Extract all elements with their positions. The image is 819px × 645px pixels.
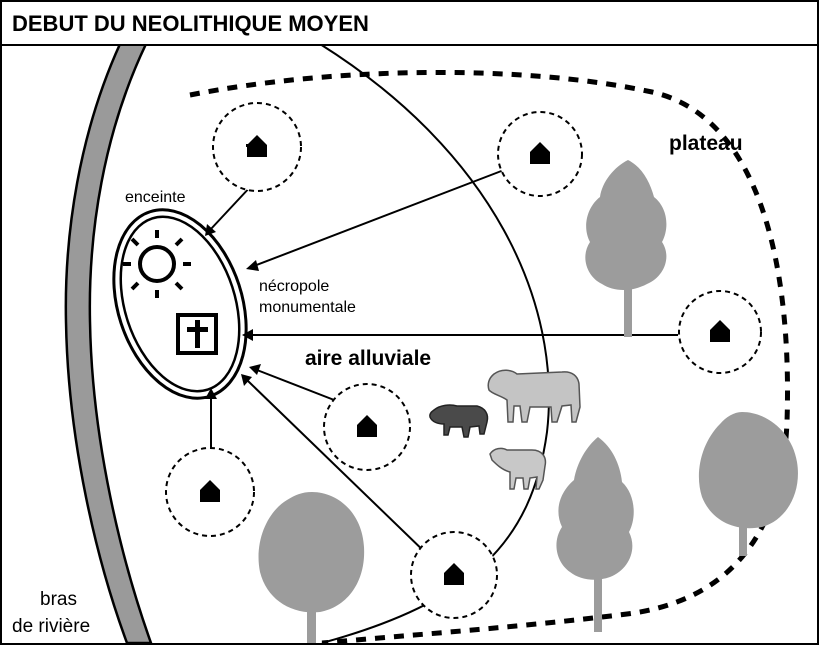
plateau-boundary bbox=[189, 69, 790, 643]
river-arm bbox=[64, 42, 153, 643]
tree-conifer-2 bbox=[556, 437, 634, 632]
arrows bbox=[205, 169, 678, 559]
settlement-1 bbox=[212, 102, 302, 192]
cow bbox=[487, 369, 581, 423]
settlement-3 bbox=[678, 290, 762, 374]
settlement-4 bbox=[323, 383, 411, 471]
settlement-6 bbox=[410, 531, 498, 619]
tree-round-1 bbox=[698, 412, 798, 556]
house-icon bbox=[710, 320, 730, 342]
settlement-2 bbox=[497, 111, 583, 197]
house-icon bbox=[357, 415, 377, 437]
label-de-riviere: de rivière bbox=[12, 616, 91, 637]
tree-round-2 bbox=[258, 492, 365, 643]
tree-conifer-1 bbox=[585, 160, 667, 337]
label-aire-alluviale: aire alluviale bbox=[305, 347, 432, 370]
label-necropole-line2: monumentale bbox=[259, 299, 356, 316]
enceinte-enclosure bbox=[112, 208, 248, 400]
label-plateau: plateau bbox=[669, 132, 743, 155]
label-enceinte: enceinte bbox=[125, 189, 186, 206]
house-icon bbox=[530, 142, 550, 164]
label-necropole-line1: nécropole bbox=[259, 278, 330, 295]
settlement-5 bbox=[165, 447, 255, 537]
house-icon bbox=[444, 563, 464, 585]
sheep bbox=[489, 447, 547, 490]
diagram-title: DEBUT DU NEOLITHIQUE MOYEN bbox=[12, 11, 369, 36]
label-bras: bras bbox=[40, 589, 77, 610]
cross-symbol bbox=[176, 313, 218, 355]
sun-symbol bbox=[123, 230, 191, 298]
pig bbox=[429, 404, 489, 438]
header-bar: DEBUT DU NEOLITHIQUE MOYEN bbox=[2, 2, 817, 46]
house-icon bbox=[246, 135, 267, 157]
house-icon bbox=[200, 480, 220, 502]
